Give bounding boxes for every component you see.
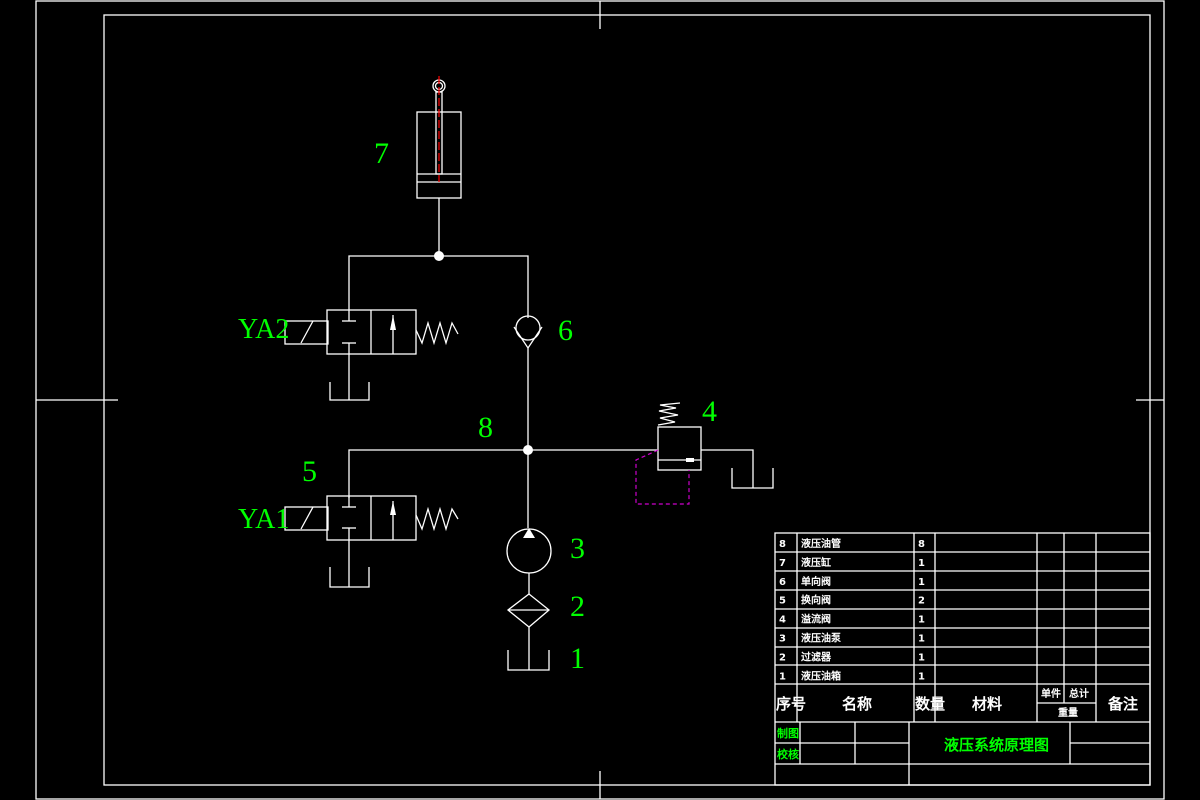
filter (506, 593, 551, 670)
bom-index: 7 (779, 558, 786, 569)
header-index: 序号 (776, 695, 806, 713)
label-check-valve: 6 (558, 314, 573, 347)
bom-name: 液压油泵 (801, 632, 842, 645)
label-pipe: 8 (478, 411, 493, 444)
bom-qty: 1 (918, 577, 925, 588)
bom-index: 1 (779, 671, 786, 682)
tank-icon (329, 382, 370, 401)
bom-name: 单向阀 (801, 575, 831, 588)
bom-qty: 1 (918, 652, 925, 663)
bom-name: 过滤器 (801, 650, 832, 663)
header-unit: 单件 (1041, 687, 1061, 700)
pilot-line (635, 449, 690, 505)
header-weight: 重量 (1058, 706, 1078, 719)
bom-row: 3 液压油泵 1 (779, 632, 925, 645)
relief-valve (635, 402, 774, 505)
hydraulic-pump (506, 450, 552, 594)
spring-icon (415, 320, 459, 346)
bom-name: 液压油箱 (801, 669, 841, 682)
bom-row: 6 单向阀 1 (779, 575, 925, 588)
bom-name: 溢流阀 (801, 613, 831, 626)
outer-frame (35, 0, 1165, 800)
bom-index: 6 (779, 577, 786, 588)
header-remark: 备注 (1107, 695, 1138, 713)
spring-icon (657, 402, 681, 426)
bom-qty: 8 (918, 539, 925, 550)
tank-icon (329, 567, 370, 588)
bom-row: 2 过滤器 1 (779, 650, 925, 663)
solenoid-coil (284, 506, 329, 531)
bom-qty: 1 (918, 634, 925, 645)
bom-index: 2 (779, 652, 786, 663)
pipe-middle (348, 449, 658, 498)
bom-row: 4 溢流阀 1 (779, 613, 925, 626)
label-cylinder: 7 (374, 137, 389, 170)
bom-qty: 1 (918, 671, 925, 682)
bom-index: 8 (779, 539, 786, 550)
drawn-by-label: 制图 (777, 726, 799, 740)
bom-qty: 1 (918, 558, 925, 569)
bom-table: 8 液压油管 8 7 液压缸 1 6 单向阀 1 5 换向阀 2 4 溢流阀 1 3 液压油泵 1 2 过滤器 1 1 液压… (774, 532, 1151, 786)
header-total: 总计 (1069, 687, 1089, 700)
label-filter: 2 (570, 590, 585, 623)
bom-name: 液压缸 (801, 556, 831, 569)
bom-qty: 1 (918, 615, 925, 626)
header-name: 名称 (842, 695, 872, 713)
hydraulic-cylinder (416, 76, 462, 256)
bom-name: 换向阀 (801, 594, 831, 607)
checked-by-label: 校核 (777, 747, 799, 761)
pipe-top (348, 255, 529, 318)
bom-qty: 2 (918, 596, 925, 607)
label-solenoid-ya1: YA1 (238, 504, 289, 535)
bom-name: 液压油管 (801, 537, 841, 550)
check-valve (513, 315, 543, 450)
label-tank: 1 (570, 642, 585, 675)
bom-row: 1 液压油箱 1 (779, 669, 925, 682)
bom-row: 8 液压油管 8 (779, 537, 925, 550)
label-pump: 3 (570, 532, 585, 565)
directional-valve-bottom (284, 495, 459, 588)
label-solenoid-ya2: YA2 (238, 314, 289, 345)
spring-icon (415, 506, 459, 532)
inner-frame (103, 14, 1151, 786)
bom-index: 4 (779, 615, 786, 626)
directional-valve-top (284, 309, 459, 401)
label-valve-5: 5 (302, 455, 317, 488)
header-qty: 数量 (915, 695, 945, 713)
header-material: 材料 (972, 695, 1002, 713)
solenoid-coil (284, 320, 329, 345)
drawing-title: 液压系统原理图 (944, 736, 1049, 754)
label-relief-valve: 4 (702, 395, 717, 428)
tank-icon (731, 468, 774, 489)
oil-tank (507, 650, 550, 671)
bom-index: 5 (779, 596, 786, 607)
bom-row: 7 液压缸 1 (779, 556, 925, 569)
bom-index: 3 (779, 634, 786, 645)
bom-row: 5 换向阀 2 (779, 594, 925, 607)
